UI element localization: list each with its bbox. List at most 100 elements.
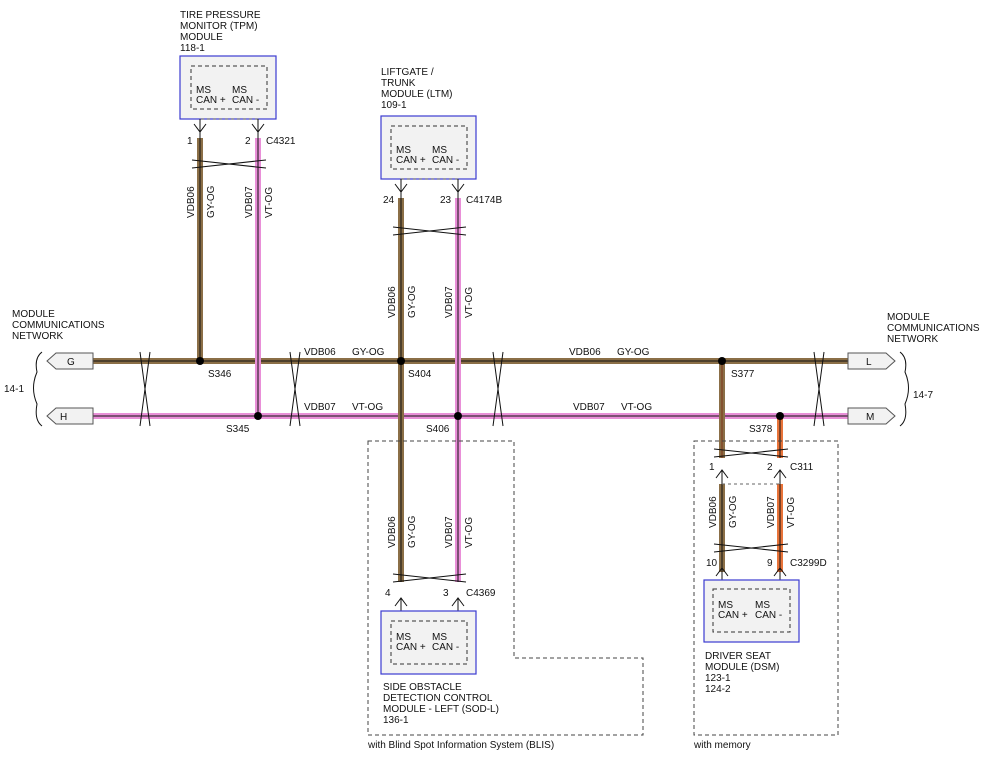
diagram-label: MS: [432, 145, 447, 156]
diagram-label: TRUNK: [381, 78, 416, 89]
network-right-title-3: NETWORK: [887, 334, 938, 345]
diagram-label: MODULE: [180, 32, 223, 43]
splice-s345: S345: [226, 424, 250, 435]
connector-c4369: C4369: [466, 588, 496, 599]
diagram-label: GY-OG: [728, 495, 739, 528]
connector-c4174b: C4174B: [466, 195, 502, 206]
diagram-label: H: [60, 412, 67, 423]
diagram-label: SIDE OBSTACLE: [383, 682, 462, 693]
diagram-label: G: [67, 357, 75, 368]
diagram-label: 4: [385, 588, 391, 599]
diagram-label: MS: [196, 85, 211, 96]
network-right-ref: 14-7: [913, 390, 933, 401]
diagram-label: VT-OG: [786, 497, 797, 528]
diagram-label: MODULE (DSM): [705, 662, 779, 673]
splice-s377: S377: [731, 369, 755, 380]
diagram-label: GY-OG: [206, 185, 217, 218]
diagram-label: 123-1: [705, 673, 731, 684]
diagram-label: 3: [443, 588, 449, 599]
diagram-label: MS: [396, 145, 411, 156]
diagram-label: 24: [383, 195, 395, 206]
diagram-label: MONITOR (TPM): [180, 21, 258, 32]
connector-g: G: [46, 352, 94, 370]
diagram-label: CAN -: [755, 610, 782, 621]
diagram-label: CAN -: [432, 642, 459, 653]
bus-gy-circuit-2: VDB06: [569, 347, 601, 358]
splice-s346: S346: [208, 369, 232, 380]
splice-s404: S404: [408, 369, 432, 380]
bus-vt-color-2: VT-OG: [621, 402, 652, 413]
bus-gy-circuit-1: VDB06: [304, 347, 336, 358]
diagram-label: CAN -: [432, 155, 459, 166]
diagram-label: MS: [232, 85, 247, 96]
ltm-module: LIFTGATE / TRUNK MODULE (LTM) 109-1 MS C…: [380, 67, 502, 206]
diagram-label: MS: [396, 632, 411, 643]
diagram-label: VDB06: [387, 516, 398, 548]
diagram-label: VT-OG: [464, 517, 475, 548]
connector-c4321: C4321: [266, 136, 296, 147]
diagram-label: 1: [187, 136, 193, 147]
diagram-label: M: [866, 412, 874, 423]
network-right-title-1: MODULE: [887, 312, 930, 323]
diagram-label: CAN +: [718, 610, 748, 621]
diagram-label: CAN +: [396, 155, 426, 166]
diagram-label: 118-1: [180, 43, 205, 54]
sod-module: 4 3 C4369 MS CAN + MS CAN - SIDE OBSTACL…: [380, 588, 499, 726]
network-left-title-3: NETWORK: [12, 331, 63, 342]
diagram-label: VDB07: [444, 516, 455, 548]
network-left-title-2: COMMUNICATIONS: [12, 320, 105, 331]
diagram-label: GY-OG: [407, 285, 418, 318]
diagram-label: CAN +: [196, 95, 226, 106]
diagram-label: TIRE PRESSURE: [180, 10, 261, 21]
connector-l: L: [847, 352, 896, 370]
memory-option-label: with memory: [693, 740, 751, 751]
network-left-title-1: MODULE: [12, 309, 55, 320]
diagram-label: VDB07: [244, 186, 255, 218]
diagram-label: DETECTION CONTROL: [383, 693, 493, 704]
diagram-label: 23: [440, 195, 452, 206]
network-left-ref: 14-1: [4, 384, 24, 395]
diagram-label: MODULE - LEFT (SOD-L): [383, 704, 499, 715]
diagram-label: VT-OG: [464, 287, 475, 318]
option-boundaries: [367, 440, 839, 736]
network-brackets: [33, 351, 909, 427]
vertical-wires: [197, 138, 783, 582]
diagram-label: VT-OG: [264, 187, 275, 218]
tpm-module: TIRE PRESSURE MONITOR (TPM) MODULE 118-1…: [179, 10, 296, 147]
diagram-label: 2: [767, 462, 773, 473]
diagram-label: VDB07: [766, 496, 777, 528]
blis-option-label: with Blind Spot Information System (BLIS…: [367, 740, 554, 751]
vertical-wire-labels: VDB06 GY-OG VDB07 VT-OG VDB06 GY-OG VDB0…: [186, 185, 797, 548]
connector-h: H: [46, 407, 94, 425]
bus-gy-color-2: GY-OG: [617, 347, 650, 358]
diagram-label: VDB06: [708, 496, 719, 528]
diagram-label: MS: [755, 600, 770, 611]
bus-vt-circuit-1: VDB07: [304, 402, 336, 413]
diagram-label: CAN +: [396, 642, 426, 653]
twist-symbols: [139, 159, 825, 583]
diagram-label: 124-2: [705, 684, 731, 695]
diagram-label: VDB06: [387, 286, 398, 318]
bus-vt-circuit-2: VDB07: [573, 402, 605, 413]
connector-m: M: [847, 407, 896, 425]
diagram-label: MS: [718, 600, 733, 611]
diagram-label: VDB06: [186, 186, 197, 218]
diagram-label: 2: [245, 136, 251, 147]
network-right-title-2: COMMUNICATIONS: [887, 323, 980, 334]
diagram-label: 136-1: [383, 715, 409, 726]
diagram-label: GY-OG: [407, 515, 418, 548]
diagram-label: CAN -: [232, 95, 259, 106]
connector-c3299d: C3299D: [790, 558, 827, 569]
diagram-label: L: [866, 357, 872, 368]
splice-dots: [196, 357, 784, 420]
diagram-label: 1: [709, 462, 715, 473]
connector-c311: C311: [790, 462, 814, 473]
diagram-label: MS: [432, 632, 447, 643]
dsm-module: 1 2 C311 10 9 C3299D MS CAN + MS CAN - D…: [703, 462, 827, 695]
diagram-label: DRIVER SEAT: [705, 651, 771, 662]
splice-s406: S406: [426, 424, 450, 435]
diagram-label: 109-1: [381, 100, 407, 111]
diagram-label: 9: [767, 558, 773, 569]
diagram-label: VDB07: [444, 286, 455, 318]
